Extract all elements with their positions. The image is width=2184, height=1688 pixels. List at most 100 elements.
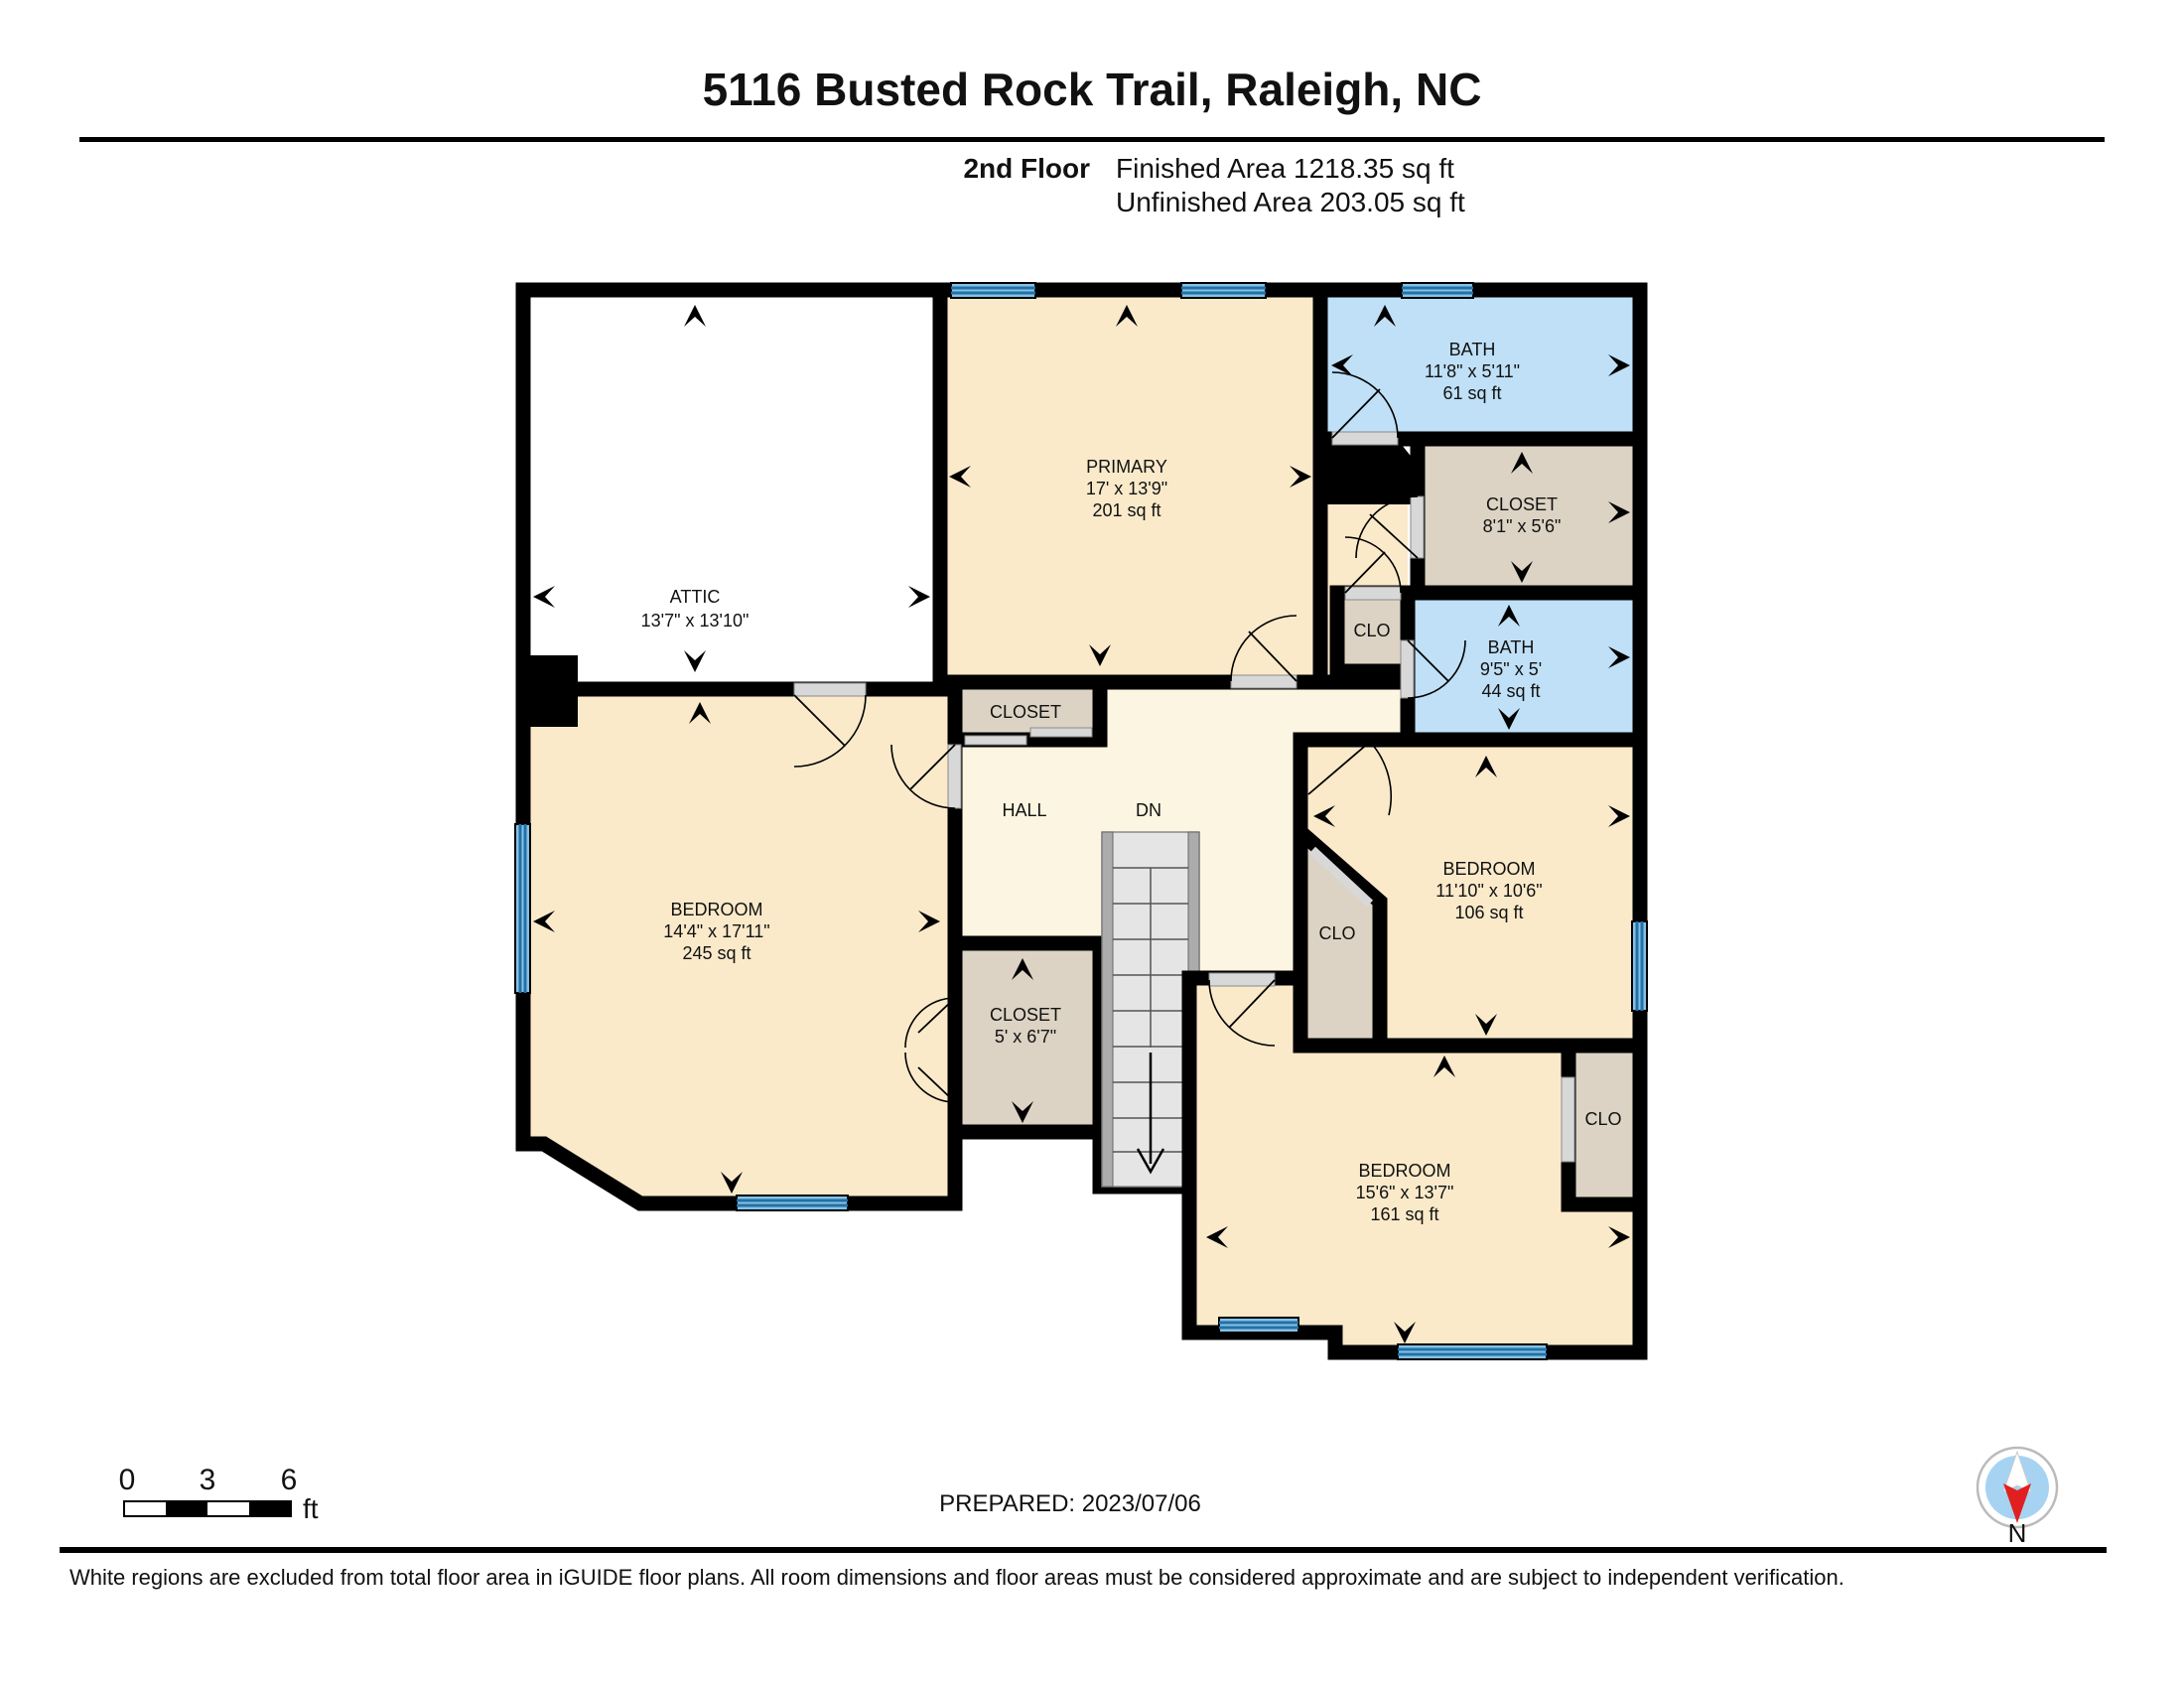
room-label-clo-bedroom-bottom: CLO (1584, 1109, 1621, 1129)
window (1631, 920, 1648, 1012)
door-slider (964, 735, 1027, 746)
doors (793, 371, 1575, 1163)
door-arc (1208, 979, 1276, 1047)
door-leaf (917, 997, 956, 1034)
dimension-arrow (1475, 756, 1497, 777)
dimension-arrow (1608, 646, 1630, 668)
dimension-arrow (533, 586, 555, 608)
dimension-arrow (1608, 501, 1630, 523)
room-label-closet-hall-top: CLOSET (990, 702, 1061, 722)
room-label-attic-name: ATTIC (670, 587, 721, 607)
room-label-bedroom-left-area: 245 sq ft (682, 943, 751, 963)
room-label-attic-dims: 13'7" x 13'10" (641, 611, 750, 631)
compass-needle-white (2002, 1450, 2032, 1493)
dimension-arrow (1498, 708, 1520, 730)
door-arc (1355, 495, 1419, 559)
room-label-closet-primary-name: CLOSET (1486, 494, 1558, 514)
door-leaf (909, 744, 956, 790)
dimension-arrow (1089, 644, 1111, 666)
disclaimer-text: White regions are excluded from total fl… (69, 1565, 1844, 1590)
scale-tick-3: 3 (200, 1464, 216, 1496)
dimension-arrow (1012, 958, 1033, 980)
header-rule (79, 137, 2105, 142)
window (1180, 282, 1267, 299)
door-arc (904, 997, 956, 1049)
dimension-arrow (1313, 805, 1335, 827)
bedroom-left-floor (515, 681, 963, 1211)
door-leaf (1407, 639, 1449, 682)
door-threshold (1400, 639, 1415, 699)
door-slider (1029, 727, 1093, 738)
dimension-arrow (684, 305, 706, 327)
window (736, 1195, 849, 1211)
room-label-bath-top-name: BATH (1449, 340, 1496, 359)
dimension-arrow (1608, 805, 1630, 827)
dimension-arrow (1433, 1055, 1455, 1077)
wall-segment (1322, 435, 1418, 504)
room-label-clo-hall: CLO (1353, 621, 1390, 640)
dimension-arrow (1608, 354, 1630, 376)
down-arrow-icon (1136, 1148, 1165, 1175)
scale-unit-label: ft (303, 1493, 319, 1524)
room-label-bedroom-left-name: BEDROOM (670, 900, 762, 919)
room-label-bath-middle-dims: 9'5" x 5' (1480, 659, 1542, 679)
stair-stringer-left (1101, 831, 1114, 1188)
compass-inner-circle (1985, 1456, 2049, 1519)
room-label-bath-top-area: 61 sq ft (1442, 383, 1501, 403)
dimension-arrow (1331, 354, 1353, 376)
room-label-bath-top-dims: 11'8" x 5'11" (1425, 361, 1520, 381)
dimension-arrow (1498, 605, 1520, 627)
door-leaf (1344, 551, 1386, 594)
room-label-bedroom-right-area: 106 sq ft (1454, 903, 1523, 922)
primary-floor (932, 282, 1328, 690)
dimension-arrow (689, 702, 711, 724)
door-threshold (1331, 431, 1399, 446)
dimension-arrow (1206, 1226, 1228, 1248)
room-label-bedroom-right-name: BEDROOM (1442, 859, 1535, 879)
window (514, 823, 531, 994)
room-label-stairs-dn: DN (1136, 800, 1161, 820)
closet-hall-bottom-floor (947, 935, 1108, 1140)
room-labels: ATTIC 13'7" x 13'10" PRIMARY 17' x 13'9"… (641, 340, 1622, 1224)
dimension-arrow (1608, 1226, 1630, 1248)
room-label-clo-bedroom-right: CLO (1318, 923, 1355, 943)
door-arc (1369, 741, 1392, 816)
unfinished-area-label: Unfinished Area 203.05 sq ft (1116, 187, 1465, 217)
windows (514, 282, 1648, 1360)
room-label-bath-middle-area: 44 sq ft (1481, 681, 1540, 701)
door-arc (904, 1052, 956, 1103)
door-threshold (1208, 972, 1276, 987)
door-threshold (793, 682, 867, 697)
room-label-bedroom-bottom-name: BEDROOM (1358, 1161, 1450, 1181)
door-slider (1308, 846, 1374, 908)
dimension-arrow (684, 650, 706, 672)
scale-tick-0: 0 (119, 1464, 136, 1496)
compass-n-label: N (2008, 1518, 2027, 1548)
page-title: 5116 Busted Rock Trail, Raleigh, NC (703, 64, 1482, 115)
scale-bar: 0 3 6 ft (119, 1464, 319, 1524)
door-leaf (1248, 631, 1297, 682)
dimension-arrow (918, 911, 940, 932)
scale-tick-6: 6 (281, 1464, 298, 1496)
room-label-closet-hall-bottom-dims: 5' x 6'7" (995, 1027, 1056, 1047)
door-leaf (793, 694, 846, 747)
room-label-bedroom-right-dims: 11'10" x 10'6" (1435, 881, 1542, 901)
wall-segment (516, 655, 578, 727)
dimension-arrow (1475, 1014, 1497, 1036)
door-threshold (1410, 495, 1425, 559)
dimension-arrow (1012, 1101, 1033, 1123)
prepared-date-label: PREPARED: 2023/07/06 (939, 1490, 1201, 1517)
door-threshold (1344, 586, 1402, 601)
dimension-arrow (1374, 305, 1396, 327)
door-leaf (1228, 979, 1276, 1029)
window (1218, 1317, 1299, 1334)
room-label-bedroom-left-dims: 14'4" x 17'11" (663, 921, 769, 941)
room-label-bath-middle-name: BATH (1488, 637, 1535, 657)
room-label-closet-primary-dims: 8'1" x 5'6" (1483, 516, 1562, 536)
dimension-arrow (533, 911, 555, 932)
room-label-bedroom-bottom-area: 161 sq ft (1370, 1204, 1438, 1224)
window (950, 282, 1036, 299)
door-arc (890, 744, 956, 809)
window (1401, 282, 1474, 299)
